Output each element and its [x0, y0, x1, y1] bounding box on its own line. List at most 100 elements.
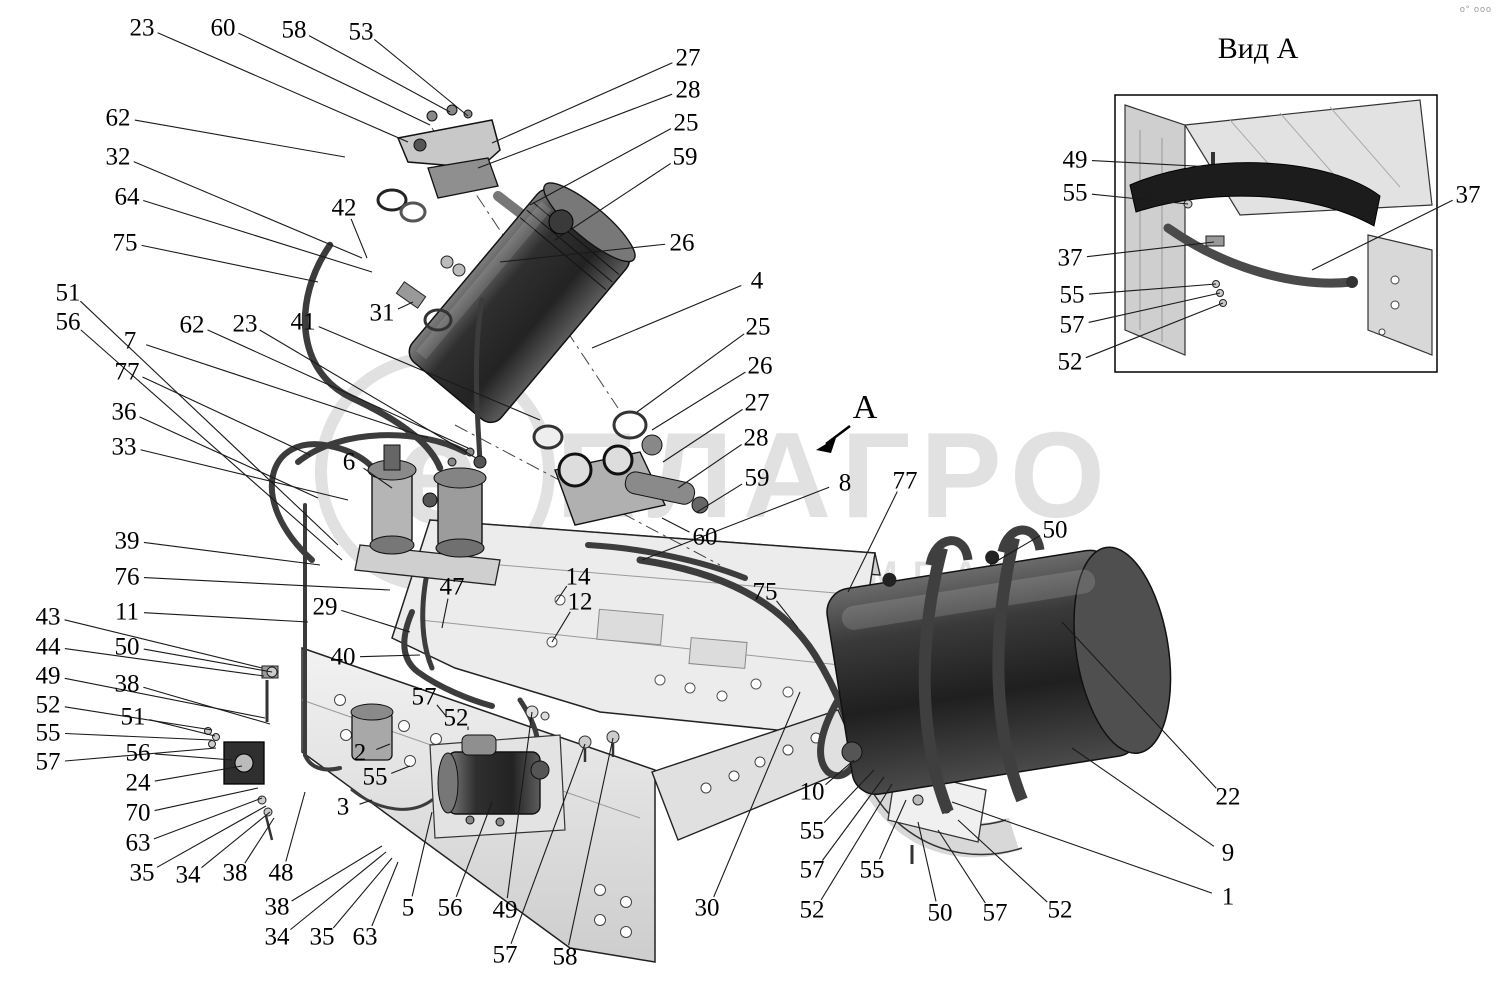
leader-line [332, 857, 393, 929]
pivot-bracket [554, 444, 709, 526]
part-number-label: 48 [269, 860, 294, 887]
leader-line [290, 851, 387, 931]
part-number-label: 29 [313, 594, 338, 621]
part-number-label: 14 [566, 564, 592, 591]
part-number-label: 39 [115, 528, 140, 555]
part-number-label: 57 [412, 684, 437, 711]
leader-line [917, 821, 937, 902]
part-number-label: 52 [36, 692, 61, 719]
part-number-label: 2 [354, 740, 367, 767]
part-number-label: 27 [676, 45, 701, 72]
leader-line [207, 329, 469, 449]
part-number-label: 6 [343, 449, 356, 476]
part-number-label: 77 [115, 359, 140, 386]
leader-line [134, 119, 346, 158]
part-number-label: 42 [332, 195, 357, 222]
part-number-label: 52 [1058, 349, 1083, 376]
leader-line [1085, 302, 1224, 359]
leader-line [64, 706, 213, 731]
part-number-label: 75 [113, 230, 138, 257]
leader-line [411, 811, 433, 897]
part-number-label: 8 [839, 470, 852, 497]
part-number-label: 40 [331, 644, 356, 671]
leader-line [139, 416, 319, 499]
part-number-label: 49 [493, 897, 518, 924]
frame-cross-member [391, 519, 881, 738]
part-number-label: 76 [115, 564, 140, 591]
part-number-label: 26 [670, 230, 695, 257]
leader-line [821, 776, 885, 861]
leader-line [1071, 747, 1215, 847]
leader-line [359, 654, 421, 658]
leader-line [156, 805, 267, 868]
part-number-label: 60 [693, 524, 718, 551]
part-number-label: 38 [115, 671, 140, 698]
leader-line [259, 329, 477, 459]
leader-line [677, 444, 742, 489]
part-number-label: 12 [568, 589, 593, 616]
part-number-label: 58 [282, 17, 307, 44]
part-number-label: 77 [893, 468, 918, 495]
leader-line [1086, 241, 1215, 258]
leader-line [878, 799, 907, 860]
leader-line [64, 619, 263, 669]
leader-line [391, 765, 411, 774]
leader-line [350, 218, 368, 259]
part-number-label: 37 [1456, 182, 1481, 209]
leader-line [141, 244, 319, 283]
part-number-label: 62 [180, 312, 205, 339]
part-number-label: 7 [124, 328, 137, 355]
part-number-label: 63 [126, 830, 151, 857]
part-number-label: 3 [337, 794, 350, 821]
leader-line [499, 243, 666, 263]
part-number-label: 30 [695, 895, 720, 922]
part-number-label: 56 [438, 895, 463, 922]
leader-line [64, 677, 266, 719]
leader-line [1088, 292, 1221, 324]
leader-line [371, 861, 399, 927]
leader-line [937, 829, 986, 904]
part-number-label: 53 [349, 19, 374, 46]
leader-line [696, 483, 743, 513]
part-number-label: 35 [310, 924, 335, 951]
leader-line [140, 449, 349, 501]
leader-line [455, 801, 493, 898]
leader-lines [64, 32, 1453, 946]
leader-line [1311, 199, 1453, 271]
part-number-label: 44 [36, 634, 62, 661]
leader-line [436, 704, 447, 717]
part-number-label: 5 [402, 895, 415, 922]
leader-line [554, 162, 671, 241]
leader-line [244, 817, 275, 864]
leader-line [149, 719, 216, 737]
part-number-label: 23 [130, 15, 155, 42]
part-number-label: 23 [233, 311, 258, 338]
part-number-label: 56 [56, 309, 81, 336]
part-number-label: 52 [444, 705, 469, 732]
part-number-label: 36 [112, 399, 137, 426]
part-number-label: 51 [121, 704, 146, 731]
leader-line [641, 486, 830, 561]
air-pipes [268, 241, 862, 811]
leader-line [555, 585, 568, 603]
part-number-label: 25 [674, 110, 699, 137]
tank-straps [841, 525, 1045, 815]
leader-line [201, 811, 271, 869]
part-number-label: 24 [126, 770, 152, 797]
part-number-label: 57 [1060, 312, 1085, 339]
leader-line [510, 743, 586, 944]
part-number-label: 41 [291, 309, 316, 336]
leader-line [376, 743, 391, 751]
leader-line [157, 32, 409, 143]
leader-line [636, 333, 745, 413]
part-number-label: 58 [553, 944, 578, 971]
part-number-label: 38 [223, 860, 248, 887]
part-number-label: 26 [748, 353, 773, 380]
leader-line [285, 791, 306, 862]
leader-line [80, 329, 343, 561]
leader-line [291, 845, 383, 902]
part-number-label: 50 [115, 634, 140, 661]
inset-title: Вид А [1218, 32, 1299, 65]
leader-line [1091, 193, 1189, 205]
